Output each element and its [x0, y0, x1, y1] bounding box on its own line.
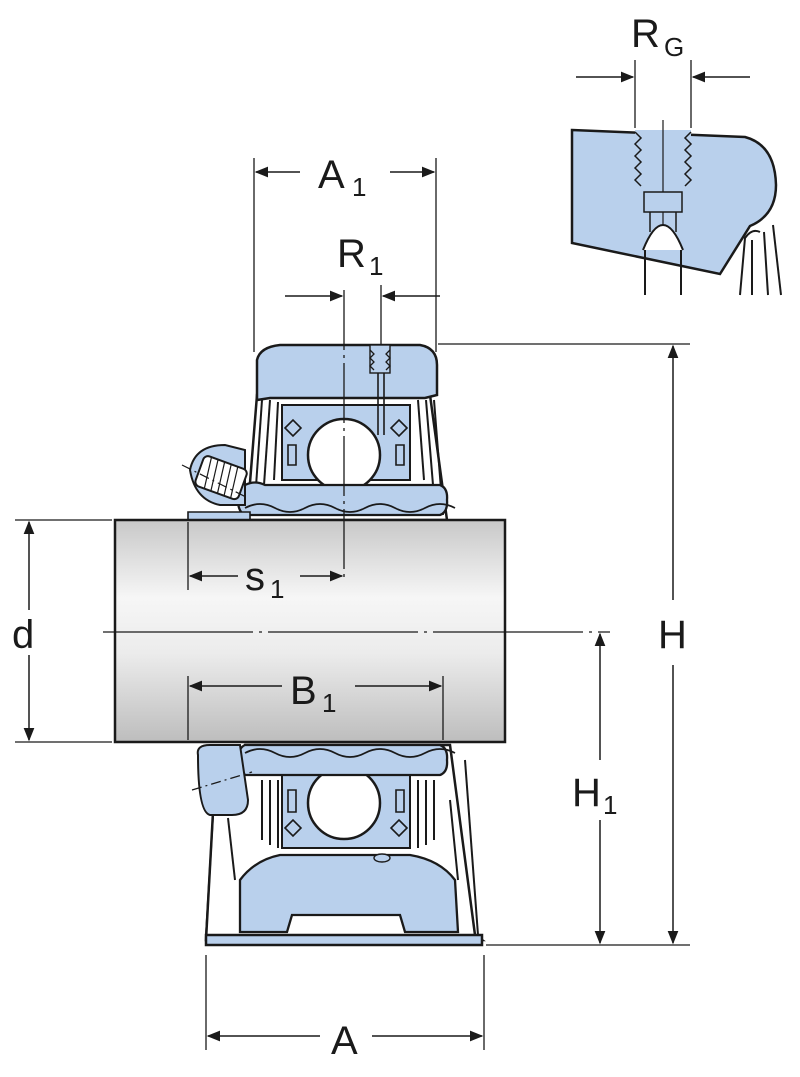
- s1-label: s: [245, 555, 265, 599]
- a1-subscript: 1: [352, 172, 366, 202]
- a1-label: A: [318, 153, 345, 197]
- r1-subscript: 1: [369, 251, 383, 281]
- ball-bottom: [306, 765, 382, 841]
- h1-label: H: [572, 771, 601, 815]
- shaft: [113, 518, 507, 744]
- b1-label: B: [290, 669, 317, 713]
- r1-label: R: [337, 232, 366, 276]
- housing-bottom: [191, 743, 486, 947]
- h1-subscript: 1: [603, 790, 617, 820]
- b1-subscript: 1: [322, 688, 336, 718]
- d-label: d: [12, 613, 34, 657]
- dimension-lines: [15, 158, 690, 1050]
- h-label: H: [658, 613, 687, 657]
- rg-label: R: [631, 12, 660, 56]
- rg-subscript: G: [664, 32, 684, 62]
- centerlines: [103, 290, 610, 633]
- s1-subscript: 1: [270, 574, 284, 604]
- thread-detail-inset: [570, 60, 782, 296]
- a-label: A: [331, 1019, 358, 1063]
- housing-top: [181, 343, 456, 522]
